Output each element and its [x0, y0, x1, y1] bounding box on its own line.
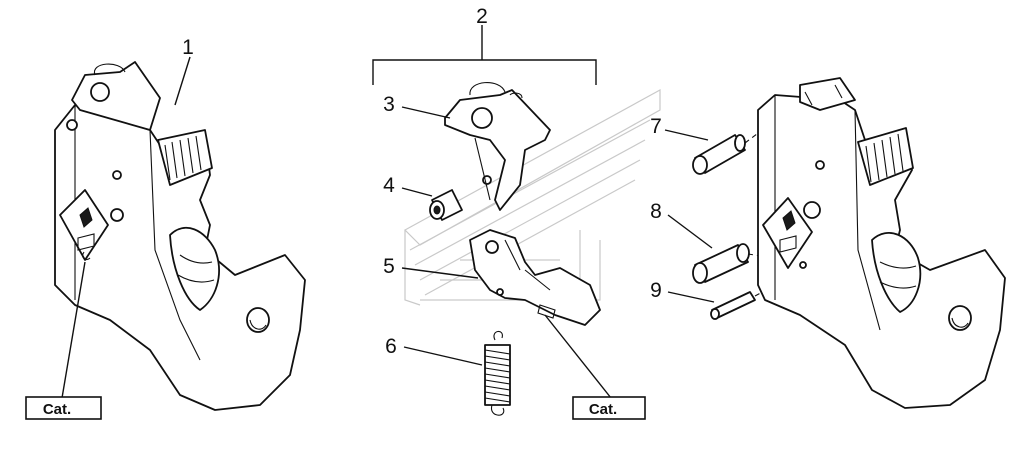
callout-2: 2	[476, 5, 488, 28]
cat-label-middle: Cat.	[572, 396, 646, 420]
callout-6: 6	[385, 335, 397, 358]
roll-pin-part-9	[710, 291, 756, 320]
callout-5: 5	[383, 255, 395, 278]
lever-part	[469, 229, 601, 326]
callout-8: 8	[650, 200, 662, 223]
svg-text:Cat.: Cat.	[589, 401, 617, 418]
pin-part-7	[692, 134, 746, 175]
leader-lines	[61, 25, 715, 399]
callout-1: 1	[182, 36, 194, 59]
spring-part	[484, 330, 511, 416]
callout-9: 9	[650, 279, 662, 302]
bushing-part-8	[692, 243, 750, 284]
callout-4: 4	[383, 174, 395, 197]
callout-3: 3	[383, 93, 395, 116]
cat-label-left: Cat.	[25, 396, 102, 420]
bushing-part	[429, 189, 463, 221]
callout-numbers: 1 2 3 4 5 6 7 8 9	[182, 5, 662, 358]
coupling-hook-left	[54, 61, 306, 411]
callout-7: 7	[650, 115, 662, 138]
coupling-hook-right	[757, 77, 1006, 409]
latch-part	[444, 82, 551, 211]
svg-text:Cat.: Cat.	[43, 401, 71, 418]
